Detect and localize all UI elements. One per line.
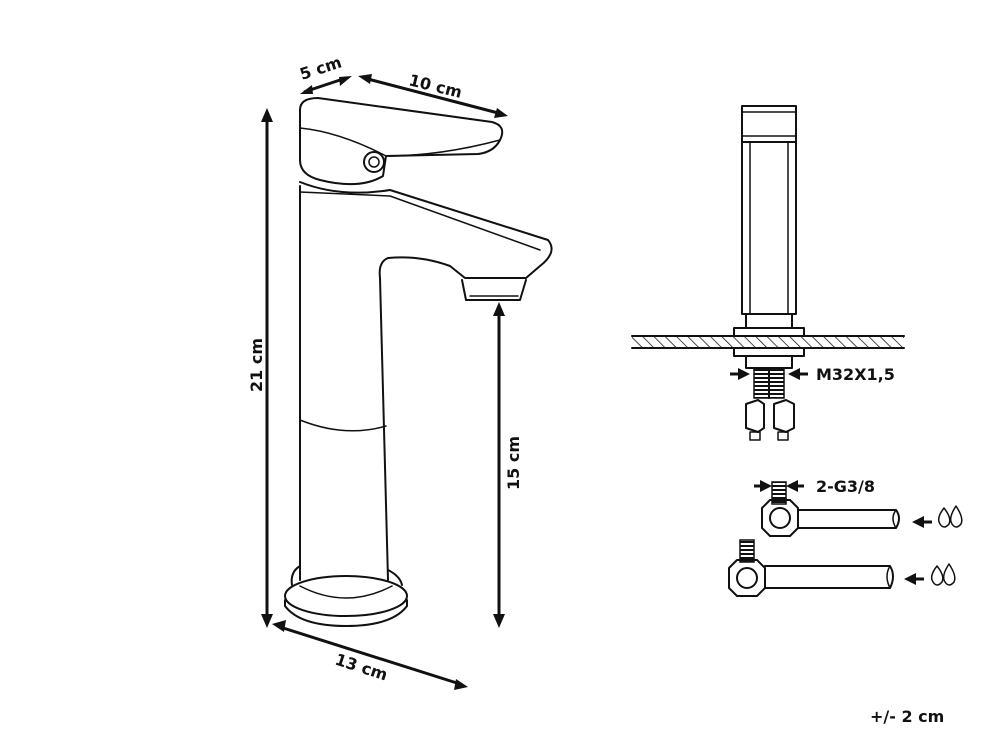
hose-connector-label: 2-G3/8 (816, 477, 875, 496)
dim-handle-depth: 5 cm (297, 52, 344, 83)
mounting-detail (631, 105, 905, 441)
dim-base-depth: 13 cm (333, 650, 390, 685)
tolerance-note: +/- 2 cm (870, 707, 944, 726)
water-drops-icon (930, 563, 956, 586)
dim-spout-height: 15 cm (504, 436, 523, 490)
thread-spec-label: M32X1,5 (816, 365, 895, 384)
water-drops-icon (937, 505, 963, 528)
faucet-outline (284, 97, 553, 627)
dimension-arrows (261, 74, 508, 690)
hose-detail (728, 480, 932, 597)
dim-total-height: 21 cm (247, 338, 266, 392)
